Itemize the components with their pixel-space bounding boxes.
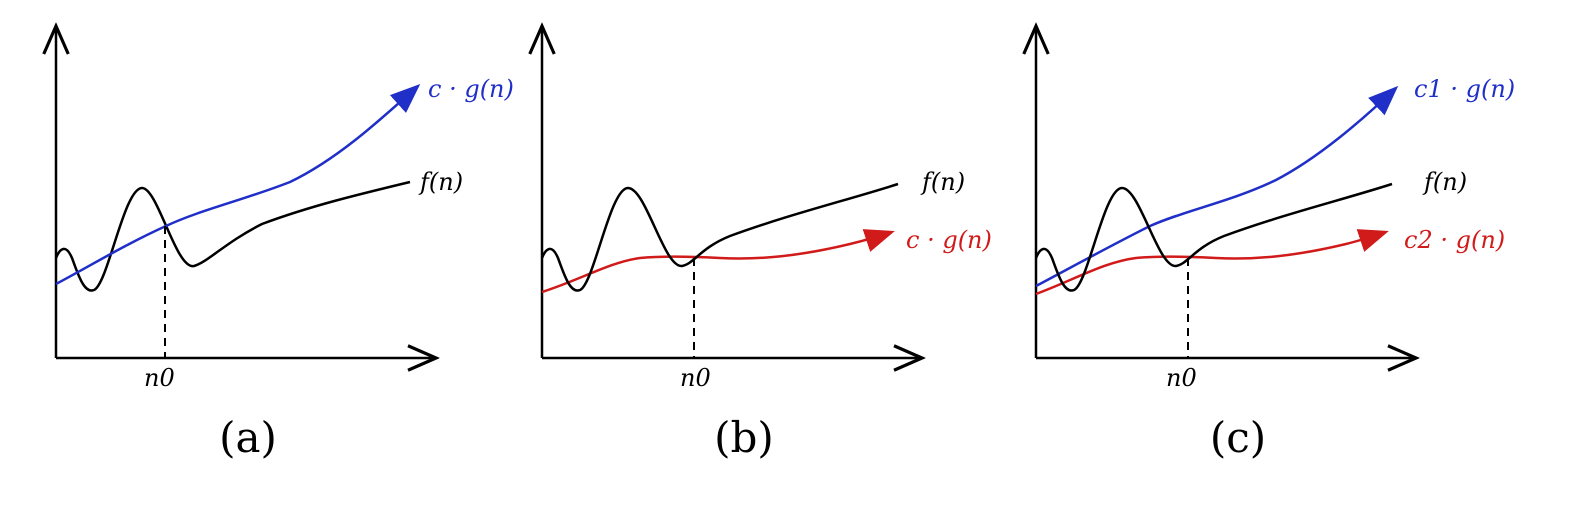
n0-label: n0 (1166, 364, 1197, 392)
upper-curve-label: c1 · g(n) (1414, 75, 1515, 103)
lower-curve-label: c · g(n) (906, 226, 992, 254)
panel-b: f(n) c · g(n) n0 (b) (542, 26, 992, 462)
panel-c: c1 · g(n) f(n) c2 · g(n) n0 (c) (1036, 26, 1515, 462)
f-curve (54, 180, 411, 292)
f-curve (540, 182, 899, 292)
f-curve (1034, 182, 1393, 292)
f-curve-label: f(n) (1422, 168, 1467, 196)
panel-a: c · g(n) f(n) n0 (a) (56, 26, 514, 462)
n0-label: n0 (680, 364, 711, 392)
panel-caption: (b) (714, 413, 774, 462)
upper-curve-label: c · g(n) (428, 75, 514, 103)
f-curve-label: f(n) (418, 168, 463, 196)
lower-curve-label: c2 · g(n) (1404, 226, 1505, 254)
f-curve-label: f(n) (920, 168, 965, 196)
upper-curve (55, 83, 421, 286)
panel-caption: (a) (219, 413, 277, 462)
panel-caption: (c) (1210, 413, 1266, 462)
lower-curve (541, 229, 895, 294)
n0-label: n0 (144, 364, 175, 392)
upper-curve (1035, 85, 1399, 288)
lower-curve (1035, 229, 1389, 296)
